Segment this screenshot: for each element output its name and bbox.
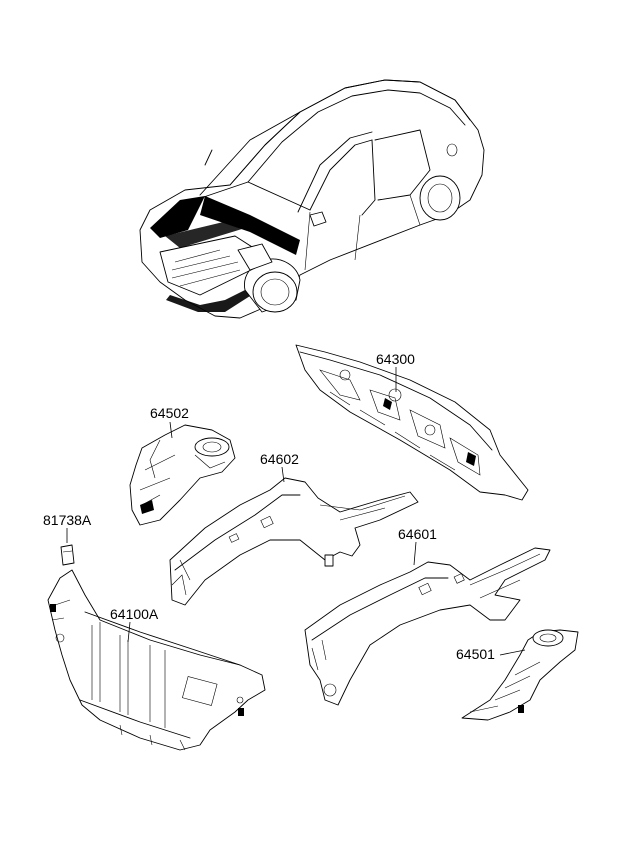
leader-64501: [499, 649, 526, 656]
part-64501-apron: [461, 629, 579, 721]
part-81738A-bracket: [60, 544, 75, 566]
label-64502: 64502: [150, 405, 189, 421]
label-64601: 64601: [398, 526, 437, 542]
part-64502-apron: [129, 424, 236, 526]
part-64601-side-member: [304, 547, 551, 706]
label-81738A: 81738A: [43, 512, 92, 528]
part-64602-side-member: [169, 477, 419, 606]
leader-64502: [169, 421, 173, 439]
label-64100A: 64100A: [110, 606, 159, 622]
label-64602: 64602: [260, 451, 299, 467]
leader-64100A: [127, 621, 131, 643]
leader-64602: [281, 466, 285, 483]
part-64100A-radiator-support: [47, 569, 266, 751]
leader-64601: [413, 541, 417, 566]
label-64300: 64300: [376, 351, 415, 367]
part-64300-dash-panel: [295, 344, 529, 501]
car-illustration: [139, 79, 485, 319]
label-64501: 64501: [456, 646, 495, 662]
